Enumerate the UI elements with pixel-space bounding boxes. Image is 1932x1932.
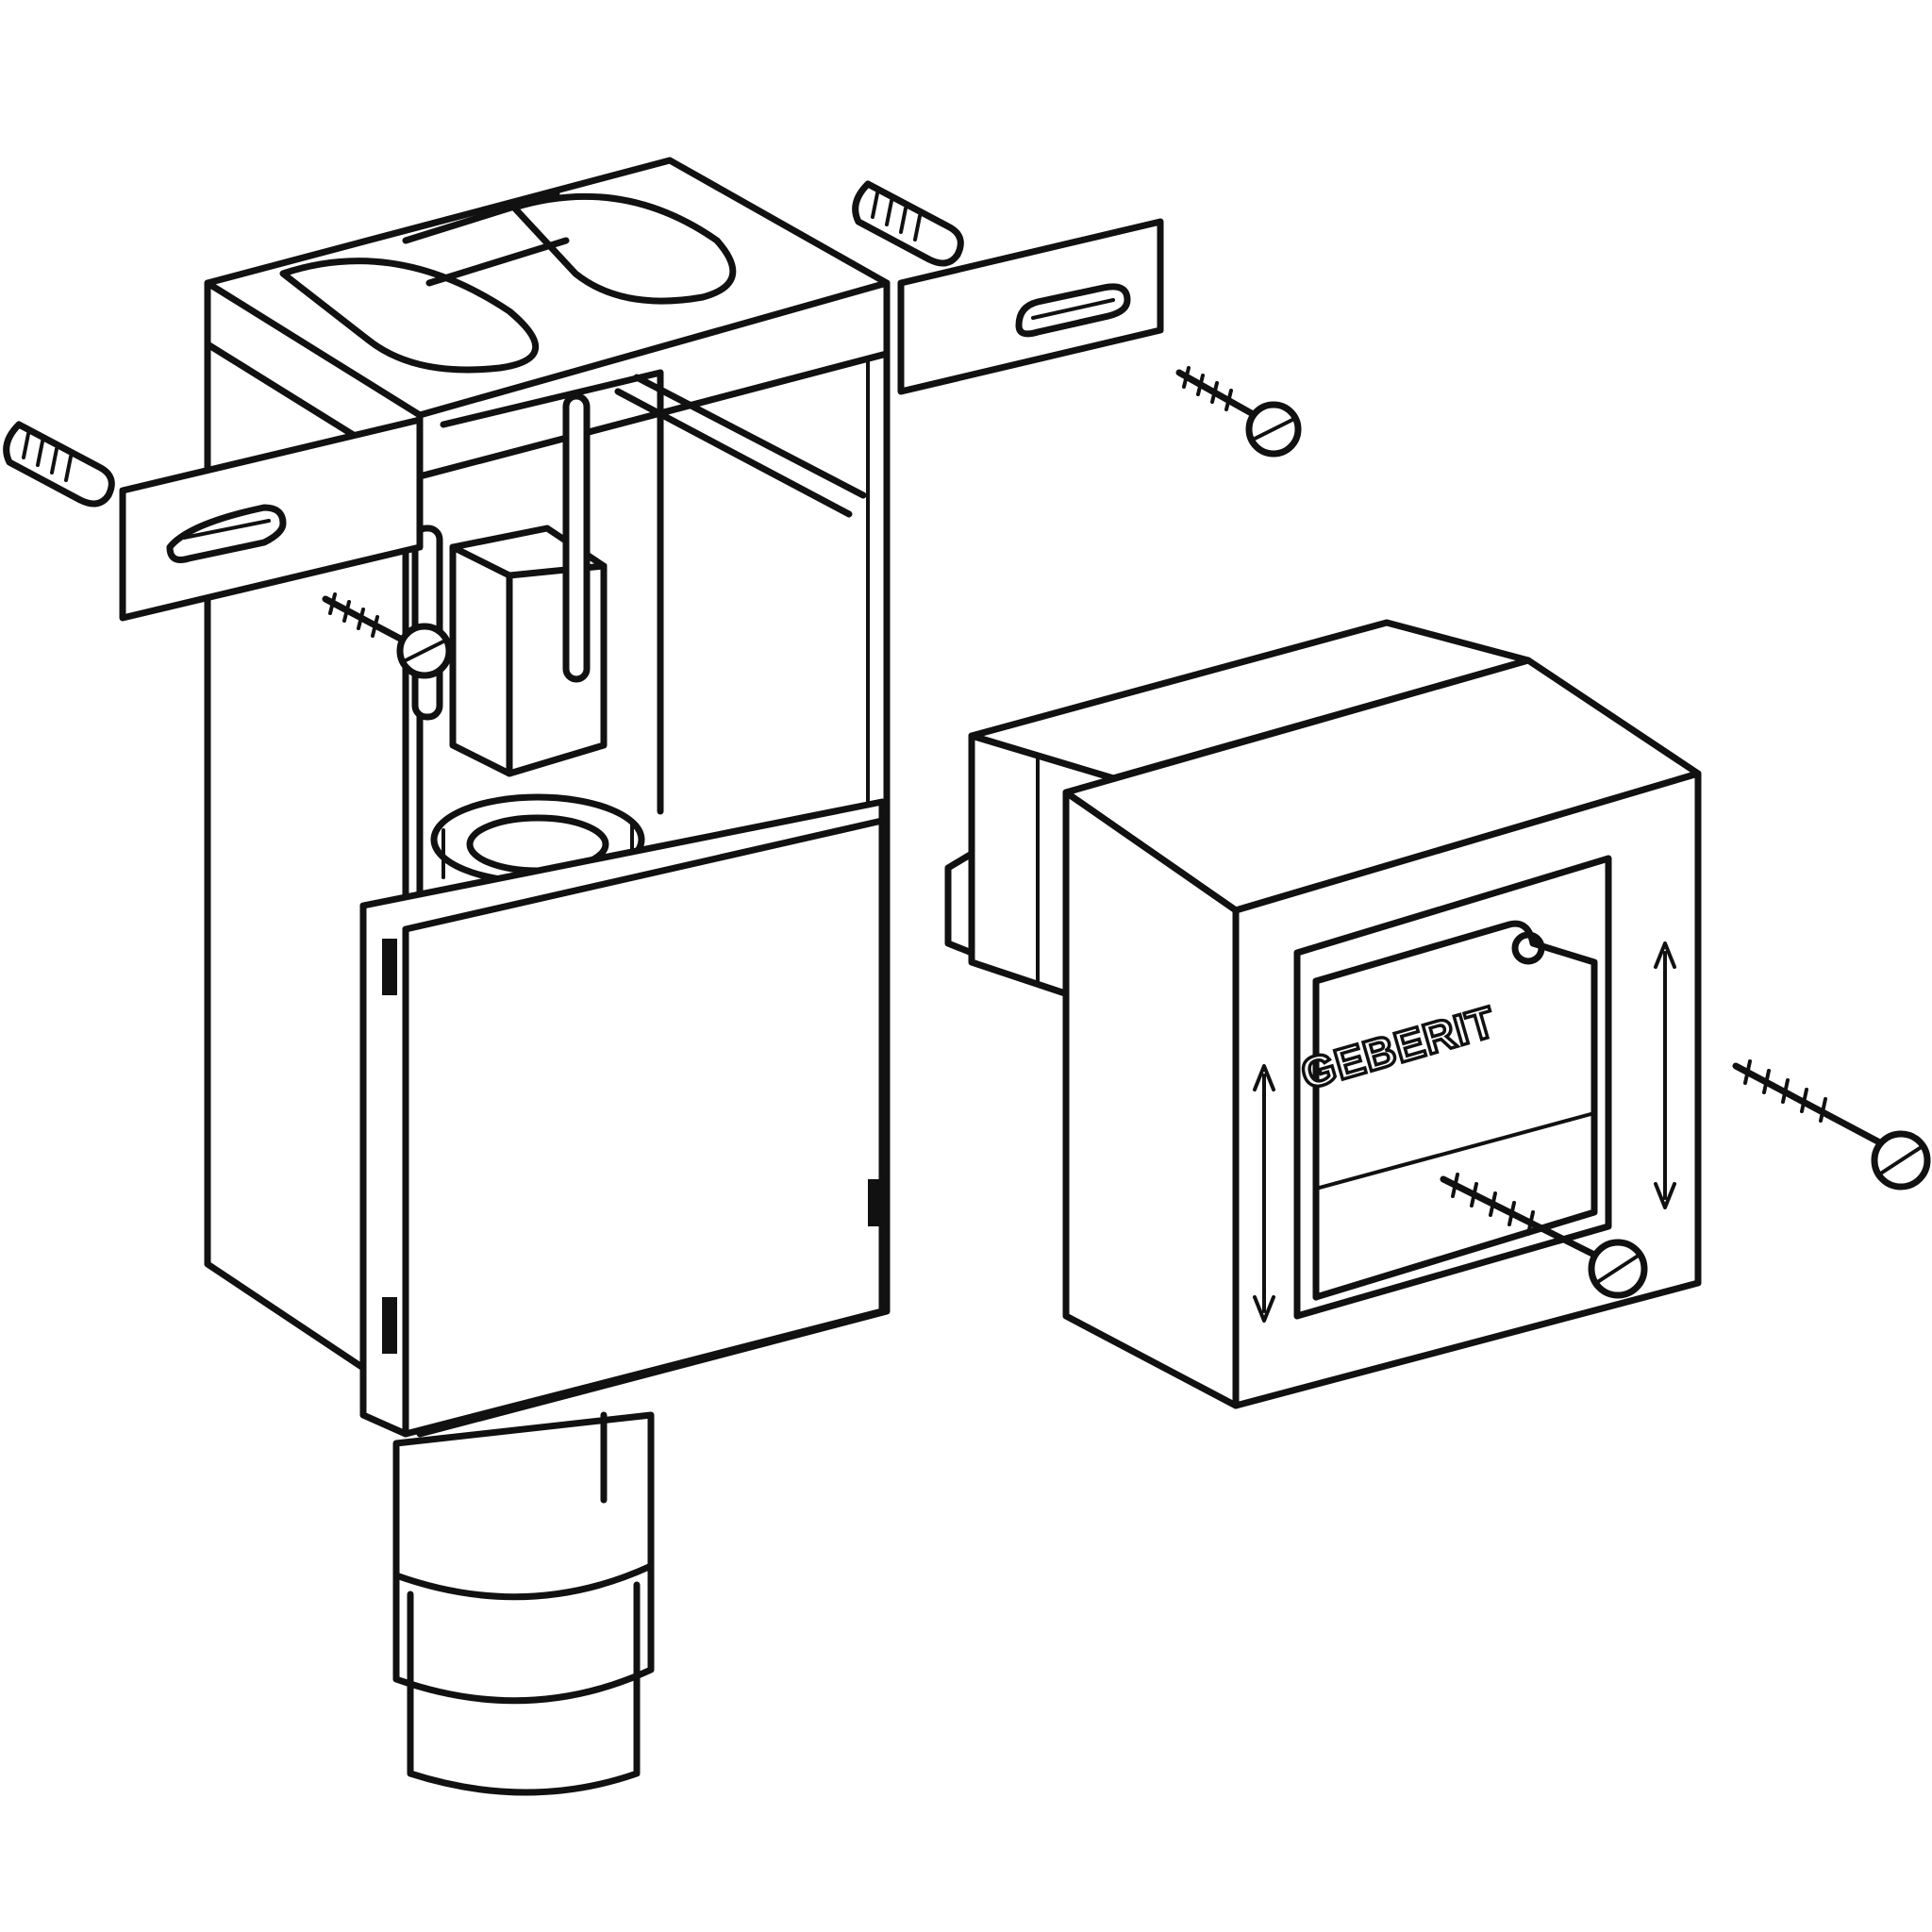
right-mounting-bracket [897, 218, 1164, 395]
siphon-housing-assembly [3, 157, 1302, 1796]
measurement-arrows [1253, 941, 1676, 1323]
installation-frame-box: GEBERIT [944, 619, 1931, 1409]
drain-outlet-pipe [392, 1411, 655, 1796]
screw-left [322, 592, 453, 679]
wall-plug-left [3, 421, 115, 508]
housing-front-cover [359, 798, 886, 1438]
screw-right [1175, 366, 1302, 458]
frame-screw-right [1732, 1059, 1931, 1191]
wall-plug-right [852, 180, 964, 267]
left-mounting-bracket [119, 416, 424, 622]
frame-screw-center [1440, 1173, 1648, 1299]
